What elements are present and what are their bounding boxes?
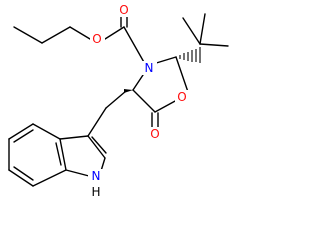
atom-n-ring: N xyxy=(145,61,154,75)
bond-tbu-methyl-1 xyxy=(199,13,206,45)
bond-c7a-c3a-double xyxy=(55,142,62,166)
bond-c3a-c4 xyxy=(32,123,61,140)
bond-tbu-methyl-2 xyxy=(199,43,229,47)
atom-o-carbamate-carbonyl: O xyxy=(119,3,128,17)
atom-labels: O O N O O N H xyxy=(88,3,190,199)
bond-c4-c5 xyxy=(8,123,34,140)
bond-ch2-o-ester xyxy=(69,26,91,40)
bond-c6-c7-double xyxy=(13,166,34,181)
atom-o-ring: O xyxy=(177,90,186,104)
stereo-bonds xyxy=(124,47,201,93)
bonds xyxy=(8,13,229,187)
bond-n-c7a xyxy=(65,169,90,177)
atom-o-lactone-carbonyl: O xyxy=(150,127,159,141)
atom-o-ester: O xyxy=(92,32,101,46)
hashed-bond-c2-tbu xyxy=(179,47,201,63)
bond-c3a-c7a xyxy=(59,138,67,171)
bond-c3-c3a xyxy=(59,135,89,140)
bond-ethyl-ch2 xyxy=(41,26,71,44)
chemical-structure-diagram: O O N O O N H xyxy=(8,3,229,199)
bond-c2-n-indole xyxy=(100,157,106,172)
bond-c4-c5-double xyxy=(13,129,34,143)
bond-c3-c2-indole-double xyxy=(91,136,107,154)
bond-ethyl-ch3 xyxy=(13,26,43,44)
bond-carbonyl-n xyxy=(123,26,146,65)
wedge-bond-c4 xyxy=(124,89,133,93)
atom-h-indole: H xyxy=(91,185,100,199)
bond-tbu-quaternary-c xyxy=(182,17,201,45)
bond-c3-c2-indole xyxy=(87,135,106,159)
atom-n-indole: N xyxy=(92,169,101,183)
bond-o-ester-carbonyl xyxy=(104,26,125,40)
bond-o-ring-c5 xyxy=(154,99,178,113)
bond-c2-o-ring xyxy=(175,56,189,93)
bond-ch2-indole xyxy=(87,107,107,137)
bond-c5-c4 xyxy=(132,89,156,113)
bond-ch2-c4 xyxy=(105,90,127,109)
bond-c6-c7 xyxy=(8,169,34,187)
bond-c7-c7a xyxy=(32,169,67,187)
